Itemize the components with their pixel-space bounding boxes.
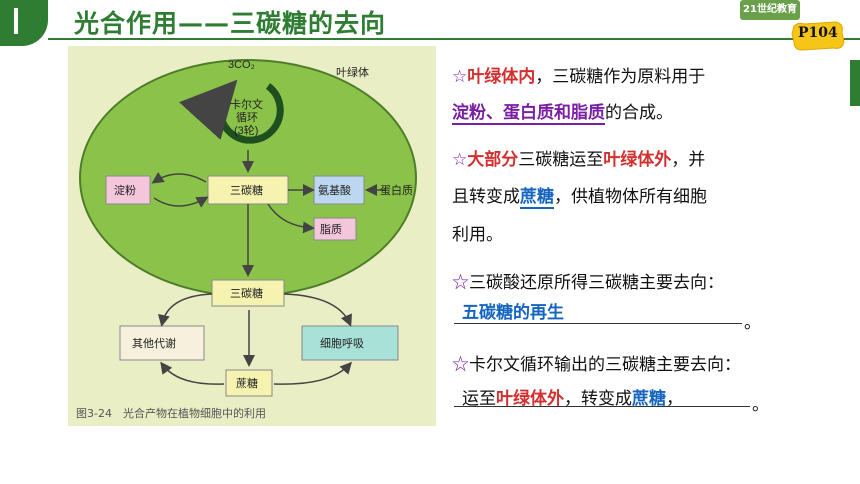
p2-text-3: 且转变成: [452, 187, 520, 207]
header-underline: [48, 38, 860, 40]
side-strip: [850, 60, 860, 106]
sucrose-box: [225, 369, 273, 397]
starch-box: [105, 175, 151, 205]
p1-end: 的合成。: [605, 103, 673, 123]
star-icon: ☆: [452, 150, 468, 170]
p2-text-5: 利用。: [452, 225, 503, 245]
slide-header: 光合作用——三碳糖的去向 21世纪教育 P104: [0, 0, 860, 106]
q2-answer-b: ，转变成: [564, 389, 632, 409]
triose-box-outside: [211, 279, 285, 307]
p2-answer: 蔗糖: [520, 187, 554, 209]
calvin-label-2: 循环: [236, 111, 258, 124]
p1-highlight: 叶绿体内: [467, 67, 536, 87]
triose-label-outside: 三碳糖: [230, 286, 263, 300]
q2-answer: 运至叶绿体外，转变成蔗糖，: [462, 384, 683, 409]
point-2-line-2: 且转变成蔗糖，供植物体所有细胞: [452, 182, 707, 209]
triose-box-inside: [207, 175, 289, 205]
p1-answer: 淀粉、蛋白质和脂质: [452, 103, 605, 125]
question-2: ☆卡尔文循环输出的三碳糖主要去向：: [452, 350, 741, 375]
point-2-line-3: 利用。: [452, 220, 503, 245]
q2-blank-line: [454, 406, 750, 407]
q1-answer: 五碳糖的再生: [462, 303, 564, 323]
point-1-line-2: 淀粉、蛋白质和脂质的合成。: [452, 98, 673, 125]
q1-blank-line: [454, 323, 742, 324]
sucrose-label: 蔗糖: [236, 376, 258, 390]
p2-text-2: ，并: [671, 150, 706, 170]
figure-caption: 图3-24 光合产物在植物细胞中的利用: [76, 407, 266, 420]
q2-answer-a: 运至: [462, 389, 496, 409]
triose-label-inside: 三碳糖: [230, 183, 263, 197]
page-badge: P104: [798, 25, 838, 41]
question-1: ☆三碳酸还原所得三碳糖主要去向：: [452, 268, 724, 293]
calvin-label-1: 卡尔文: [230, 97, 263, 111]
point-1-line-1: ☆叶绿体内，三碳糖作为原料用于: [452, 62, 705, 87]
chloroplast-label: 叶绿体: [336, 65, 369, 79]
p2-text-1: 三碳糖运至: [518, 150, 604, 170]
p2-highlight-2: 叶绿体外: [603, 150, 672, 170]
other-metabolism-label: 其他代谢: [132, 336, 176, 350]
page-title: 光合作用——三碳糖的去向: [74, 9, 387, 38]
protein-label: 蛋白质: [380, 183, 413, 197]
header-accent-notch: [14, 8, 18, 34]
q2-answer-red: 叶绿体外: [496, 389, 564, 409]
star-icon: ☆: [452, 273, 469, 293]
amino-acid-label: 氨基酸: [318, 183, 351, 197]
co2-label: 3CO₂: [228, 59, 255, 71]
p2-text-4: ，供植物体所有细胞: [554, 187, 707, 207]
q1-end: 。: [744, 313, 761, 333]
page-badge-icon: [791, 21, 845, 51]
q2-end: 。: [752, 395, 769, 415]
point-2-line-1: ☆大部分三碳糖运至叶绿体外，并: [452, 145, 705, 170]
publisher-logo: 21世纪教育: [740, 0, 800, 20]
star-icon: ☆: [452, 355, 469, 375]
respiration-box: [301, 325, 399, 361]
starch-label: 淀粉: [114, 183, 136, 197]
star-icon: ☆: [452, 67, 468, 87]
respiration-label: 细胞呼吸: [320, 337, 364, 350]
calvin-label-3: (3轮): [234, 123, 258, 137]
p1-text: ，三碳糖作为原料用于: [535, 67, 706, 87]
p2-highlight-1: 大部分: [467, 150, 519, 170]
lipid-label: 脂质: [320, 222, 342, 236]
q1-text: 三碳酸还原所得三碳糖主要去向：: [469, 273, 724, 293]
calvin-cycle-ring: [179, 79, 284, 144]
photosynthesis-diagram: 叶绿体 3CO₂ 卡尔文 循环 (3轮) 淀粉 三碳糖 氨基酸 蛋白质 脂质 三…: [79, 59, 417, 397]
header-accent-bar: [0, 0, 48, 46]
q2-answer-c: ，: [666, 389, 683, 409]
other-metabolism-box: [119, 325, 205, 361]
q2-text: 卡尔文循环输出的三碳糖主要去向：: [469, 355, 741, 375]
q2-answer-blue: 蔗糖: [632, 389, 666, 409]
